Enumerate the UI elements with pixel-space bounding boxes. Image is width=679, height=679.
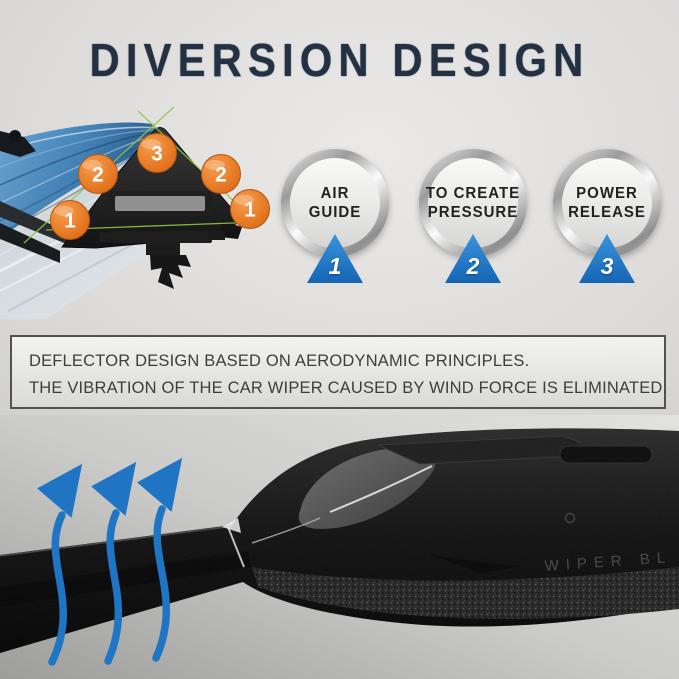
badge-number: 3: [600, 253, 614, 279]
description-line-1: DEFLECTOR DESIGN BASED ON AERODYNAMIC PR…: [29, 351, 530, 370]
marker-2-right: 2: [201, 154, 241, 194]
badge-number: 2: [466, 253, 480, 279]
feature-badge-power-release: POWER RELEASE 3: [553, 149, 661, 284]
svg-text:1: 1: [64, 210, 76, 233]
svg-text:2: 2: [92, 164, 104, 187]
svg-text:3: 3: [151, 143, 163, 166]
badge-label-line: RELEASE: [568, 203, 646, 222]
feature-badge-air-guide: AIR GUIDE 1: [281, 149, 389, 284]
marker-1-left: 1: [50, 200, 90, 240]
marker-3: 3: [137, 133, 177, 173]
marker-1-right: 1: [230, 189, 270, 229]
svg-text:1: 1: [244, 199, 256, 222]
description-line-2: THE VIBRATION OF THE CAR WIPER CAUSED BY…: [29, 378, 668, 397]
marker-2-left: 2: [78, 154, 118, 194]
feature-badge-to-create-pressure: TO CREATE PRESSURE 2: [419, 149, 527, 284]
badge-label-line: AIR: [320, 184, 350, 203]
badge-label-line: POWER: [576, 184, 638, 203]
wiper-cross-section-render: 1 2 3 2 1: [0, 106, 270, 319]
badge-label-line: PRESSURE: [427, 203, 519, 222]
badge-number: 1: [328, 253, 342, 279]
svg-text:2: 2: [215, 164, 227, 187]
page-title: DIVERSION DESIGN: [89, 34, 590, 87]
badge-label-line: TO CREATE: [425, 184, 521, 203]
badge-label-line: GUIDE: [308, 203, 362, 222]
wiper-blade-photo: WIPER BL: [0, 415, 679, 679]
description-box: DEFLECTOR DESIGN BASED ON AERODYNAMIC PR…: [10, 335, 668, 409]
